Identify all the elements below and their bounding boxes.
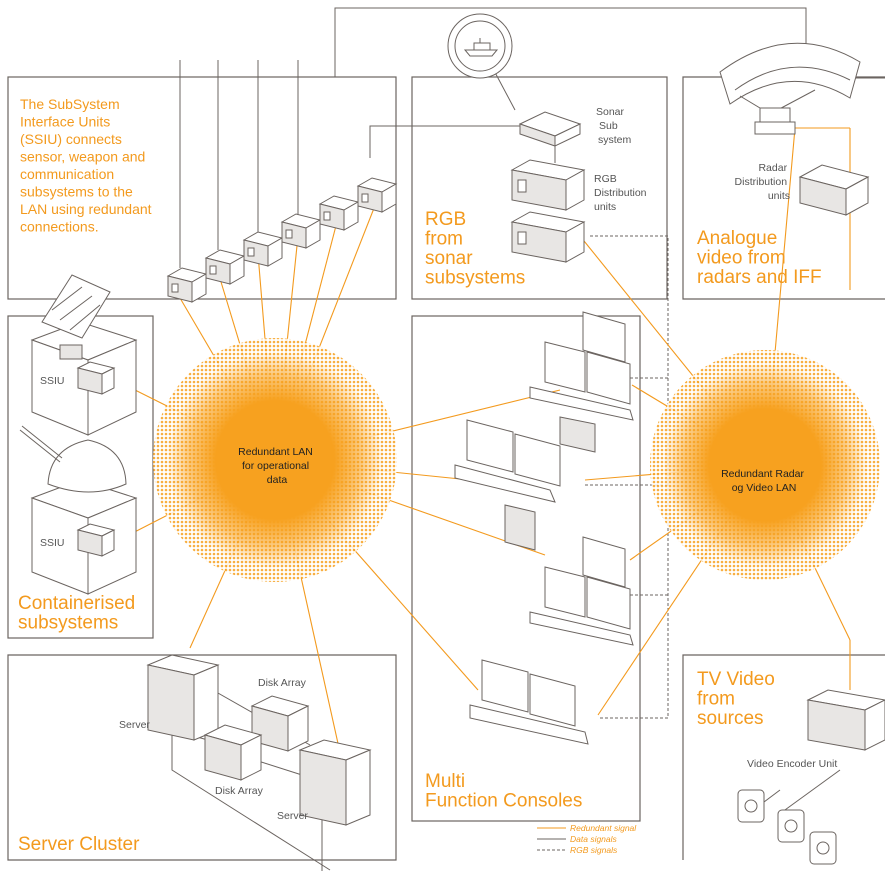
tv-panel-title: TV Video from sources (697, 669, 780, 729)
sonar-sub-system-label: Sonar Sub system (596, 106, 632, 146)
lan-hub-label: Redundant LAN for operational data (238, 446, 316, 486)
ssiu-container-units (76, 361, 116, 557)
gun-turret-container (19, 425, 138, 595)
lan-hub-radar-video (650, 350, 880, 580)
radar-panel-title: Analogue video from radars and IFF (697, 228, 822, 288)
ssiu-label-bottom: SSIU (40, 537, 65, 549)
radar-hub-label: Redundant Radar og Video LAN (721, 468, 807, 494)
server-cluster-equipment (146, 654, 372, 826)
legend-rgb: RGB signals (570, 845, 618, 855)
ssiu-description: The SubSystem Interface Units (SSIU) con… (20, 96, 155, 235)
containers-panel-title: Containerised subsystems (18, 593, 141, 634)
legend: Redundant signal Data signals RGB signal… (537, 823, 637, 855)
radar-distribution-label: Radar Distribution units (735, 162, 790, 202)
sonar-panel-title: RGB from sonar subsystems (425, 209, 525, 289)
legend-data: Data signals (570, 834, 618, 844)
consoles-panel-title: Multi Function Consoles (425, 771, 582, 812)
ssiu-label-top: SSIU (40, 375, 65, 387)
video-encoder-label: Video Encoder Unit (747, 758, 837, 770)
legend-redundant: Redundant signal (570, 823, 637, 833)
ssiu-units (166, 177, 398, 303)
server-label-left: Server (119, 719, 150, 731)
rgb-lines (554, 140, 669, 719)
radar-antenna-icon (719, 42, 861, 135)
radar-distribution-unit (798, 164, 870, 216)
rgb-distribution-label: RGB Distribution units (594, 173, 649, 213)
disk-array-label-bottom: Disk Array (215, 785, 264, 797)
server-label-right: Server (277, 810, 308, 822)
lan-hub-operational (153, 338, 397, 582)
multi-function-consoles (454, 311, 634, 745)
sonar-sub-system-unit (518, 111, 582, 147)
disk-array-label-top: Disk Array (258, 677, 307, 689)
server-panel-title: Server Cluster (18, 834, 140, 855)
tv-video-equipment (737, 689, 885, 865)
rgb-distribution-units (510, 159, 586, 263)
sonar-dome-icon (447, 13, 513, 79)
